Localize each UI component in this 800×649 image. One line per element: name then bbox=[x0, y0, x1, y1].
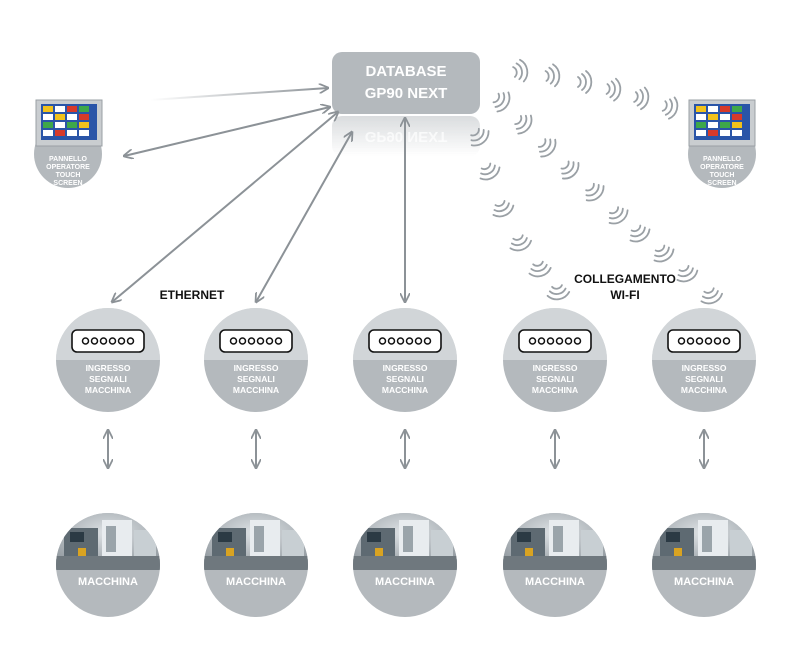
machine-5: MACCHINA bbox=[652, 513, 756, 617]
wifi-signal bbox=[465, 57, 725, 308]
connection-line bbox=[112, 112, 338, 302]
machine-photo bbox=[503, 513, 607, 570]
machine-label: MACCHINA bbox=[78, 576, 138, 588]
module-label-line1: INGRESSO bbox=[533, 363, 578, 373]
operator-panel-right: PANNELLO OPERATORE TOUCH SCREEN bbox=[688, 99, 756, 188]
connector-block-icon bbox=[667, 329, 741, 353]
machine-3: MACCHINA bbox=[353, 513, 457, 617]
module-label-line1: INGRESSO bbox=[234, 363, 279, 373]
panel-left-line3: TOUCH bbox=[56, 172, 81, 179]
connection-line bbox=[149, 88, 328, 101]
panel-right-line2: OPERATORE bbox=[700, 164, 744, 171]
connector-block-icon bbox=[71, 329, 145, 353]
machine-photo bbox=[652, 513, 756, 570]
panel-left-line2: OPERATORE bbox=[46, 164, 90, 171]
signal-modules: INGRESSOSEGNALIMACCHINAINGRESSOSEGNALIMA… bbox=[56, 308, 756, 412]
machine-photo bbox=[353, 513, 457, 570]
panel-left-line4: SCREEN bbox=[53, 180, 82, 187]
module-label-line1: INGRESSO bbox=[682, 363, 727, 373]
module-label-line1: INGRESSO bbox=[383, 363, 428, 373]
ethernet-connections bbox=[112, 88, 405, 302]
machine-1: MACCHINA bbox=[56, 513, 160, 617]
database-node: DATABASE GP90 NEXT bbox=[332, 52, 480, 114]
wifi-label-line2: WI-FI bbox=[610, 288, 639, 302]
module-label-line1: INGRESSO bbox=[86, 363, 131, 373]
machine-4: MACCHINA bbox=[503, 513, 607, 617]
module-label-line3: MACCHINA bbox=[532, 385, 578, 395]
module-label-line3: MACCHINA bbox=[681, 385, 727, 395]
machine-label: MACCHINA bbox=[674, 576, 734, 588]
machine-2: MACCHINA bbox=[204, 513, 308, 617]
operator-panel-left: PANNELLO OPERATORE TOUCH SCREEN bbox=[34, 99, 103, 188]
connection-line bbox=[124, 107, 330, 156]
module-label-line2: SEGNALI bbox=[386, 374, 424, 384]
machine-label: MACCHINA bbox=[525, 576, 585, 588]
connector-block-icon bbox=[518, 329, 592, 353]
module-label-line2: SEGNALI bbox=[685, 374, 723, 384]
module-machine-links bbox=[108, 430, 704, 468]
module-label-line2: SEGNALI bbox=[89, 374, 127, 384]
ethernet-label: ETHERNET bbox=[160, 288, 225, 302]
database-title-line2: GP90 NEXT bbox=[365, 85, 448, 102]
panel-left-line1: PANNELLO bbox=[49, 156, 88, 163]
machine-label: MACCHINA bbox=[226, 576, 286, 588]
panel-right-line4: SCREEN bbox=[707, 180, 736, 187]
module-label-line2: SEGNALI bbox=[237, 374, 275, 384]
machine-photo bbox=[204, 513, 308, 570]
module-label-line3: MACCHINA bbox=[382, 385, 428, 395]
machine-label: MACCHINA bbox=[375, 576, 435, 588]
wifi-label-line1: COLLEGAMENTO bbox=[574, 272, 676, 286]
connector-block-icon bbox=[219, 329, 293, 353]
panel-right-line3: TOUCH bbox=[710, 172, 735, 179]
machine-photo bbox=[56, 513, 160, 570]
module-label-line3: MACCHINA bbox=[233, 385, 279, 395]
module-label-line3: MACCHINA bbox=[85, 385, 131, 395]
panel-right-line1: PANNELLO bbox=[703, 156, 742, 163]
machines: MACCHINA MACCHINA MACCHINA MACCHINA MACCHINA bbox=[56, 513, 756, 617]
connector-block-icon bbox=[368, 329, 442, 353]
database-title-line1: DATABASE bbox=[365, 63, 446, 80]
module-label-line2: SEGNALI bbox=[536, 374, 574, 384]
connection-line bbox=[256, 132, 352, 302]
